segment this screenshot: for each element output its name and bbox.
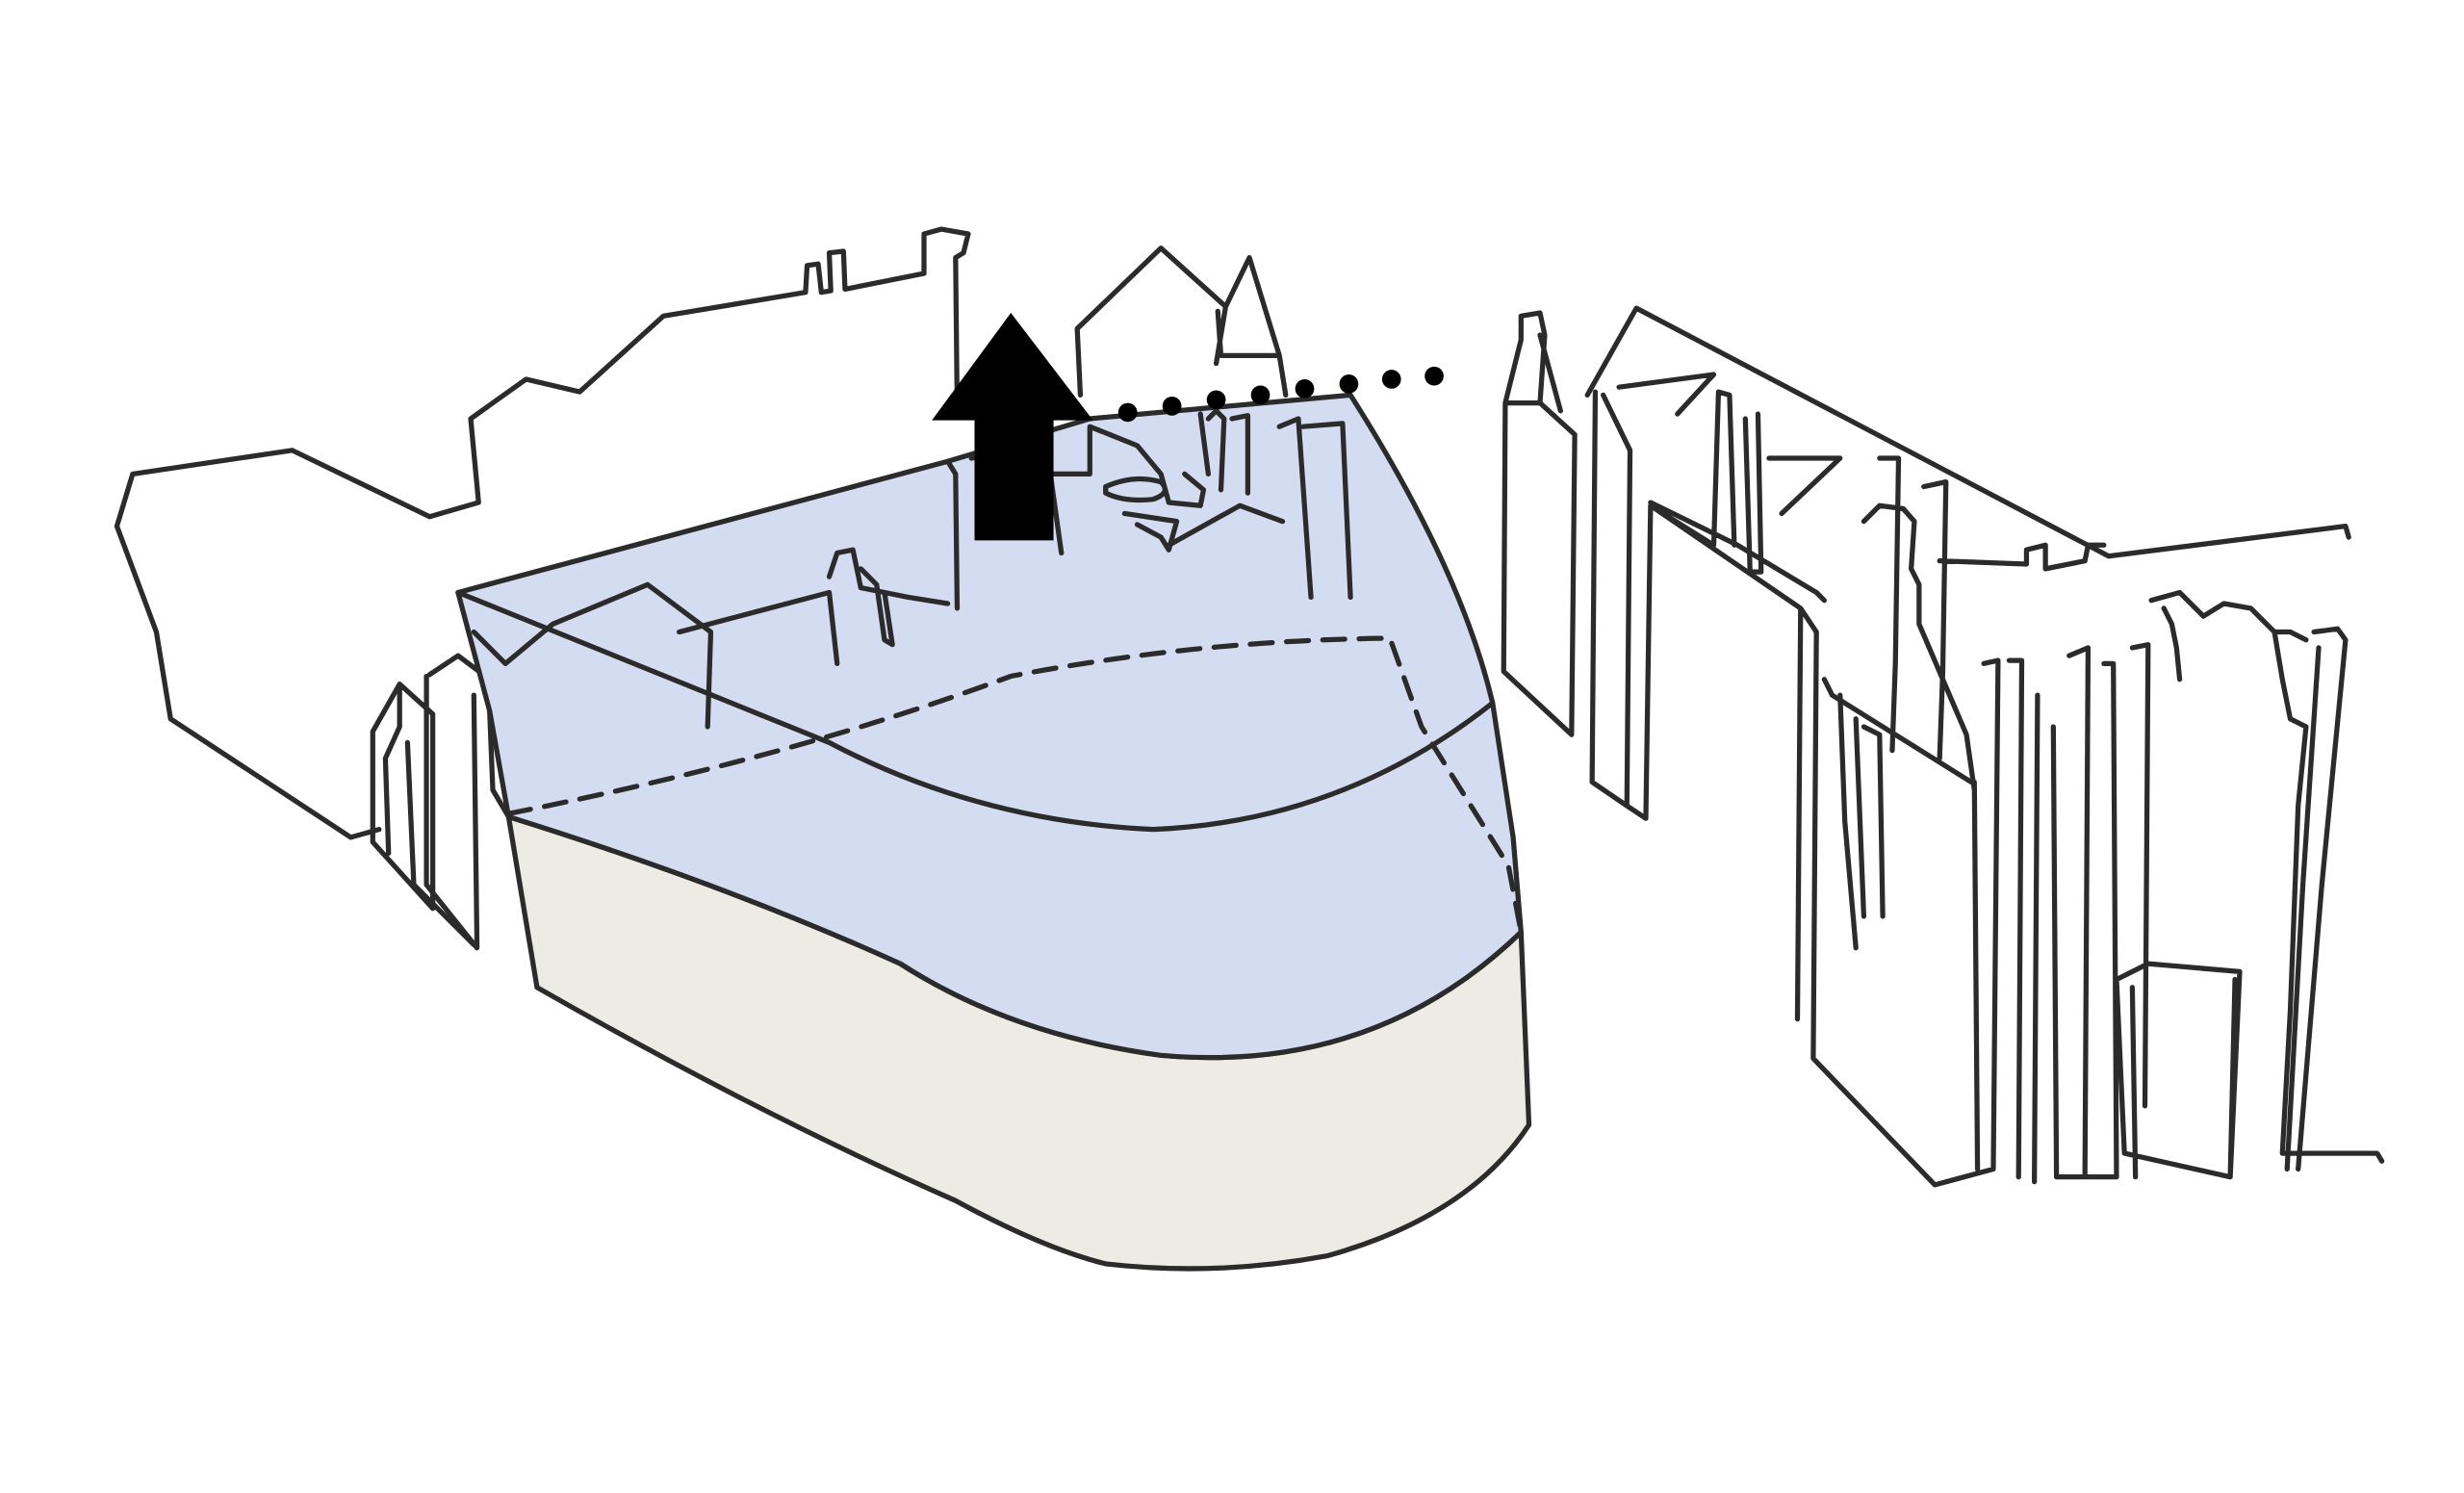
existing-footprint-dashed-line	[505, 635, 1524, 935]
height-increase-arrow	[932, 313, 1093, 541]
sightline-dot	[1339, 374, 1359, 394]
sightline-dot	[1117, 402, 1138, 423]
sightline-dot	[1424, 366, 1444, 386]
right-street-facade	[1501, 305, 2385, 1188]
sightline-dot	[1250, 385, 1270, 405]
central-rear-building-outline	[1074, 245, 1289, 398]
left-background-building-outline	[114, 226, 971, 840]
small-left-annex	[370, 653, 493, 951]
proposed-massing-volume	[455, 392, 1524, 1061]
see-through-existing-lines	[471, 408, 1353, 820]
sightline-dot	[1206, 390, 1226, 410]
sightline-dotted-line	[1117, 366, 1444, 423]
sightline-dot	[1162, 397, 1182, 416]
sightline-dot	[1381, 370, 1401, 389]
sightline-dot	[1295, 378, 1315, 399]
massing-top-edge	[455, 589, 1496, 833]
